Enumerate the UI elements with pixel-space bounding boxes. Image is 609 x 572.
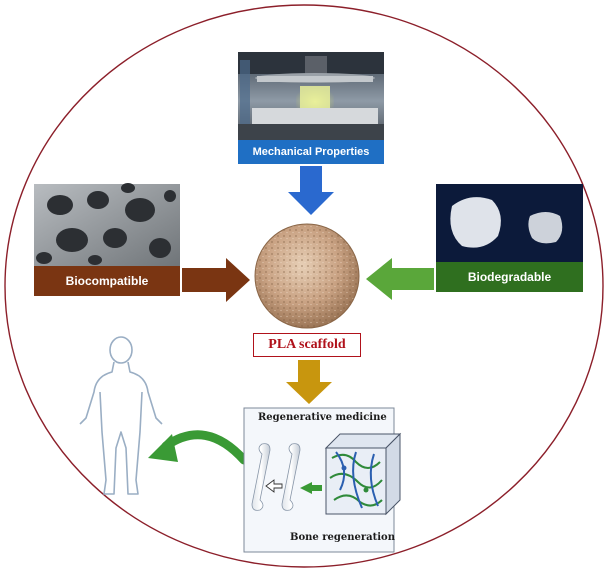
biocompatible-label: Biocompatible bbox=[34, 266, 180, 296]
biodegradable-label: Biodegradable bbox=[436, 262, 583, 292]
arrow-down-gold bbox=[286, 360, 332, 404]
mechanical-properties-label: Mechanical Properties bbox=[238, 140, 384, 164]
biodegradable-photo bbox=[436, 184, 583, 264]
scaffold-cube-icon bbox=[324, 432, 402, 516]
regenerative-inset bbox=[243, 407, 402, 553]
bone-regeneration-text: Bone regeneration bbox=[290, 532, 395, 543]
curved-arrow-green bbox=[148, 430, 249, 465]
pla-scaffold-label: PLA scaffold bbox=[253, 333, 361, 357]
arrow-right-brown bbox=[182, 258, 250, 302]
bone-icon bbox=[251, 443, 301, 511]
hollow-arrow-left bbox=[265, 479, 283, 493]
arrow-down-blue bbox=[288, 166, 334, 215]
arrow-left-green bbox=[366, 258, 434, 300]
regenerative-medicine-text: Regenerative medicine bbox=[258, 412, 387, 423]
human-outline-icon bbox=[79, 336, 163, 495]
pla-scaffold-sphere bbox=[254, 223, 360, 329]
porous-structure-photo bbox=[34, 183, 180, 268]
mechanical-test-photo bbox=[238, 52, 384, 141]
arrow-left-small-green bbox=[300, 482, 322, 494]
